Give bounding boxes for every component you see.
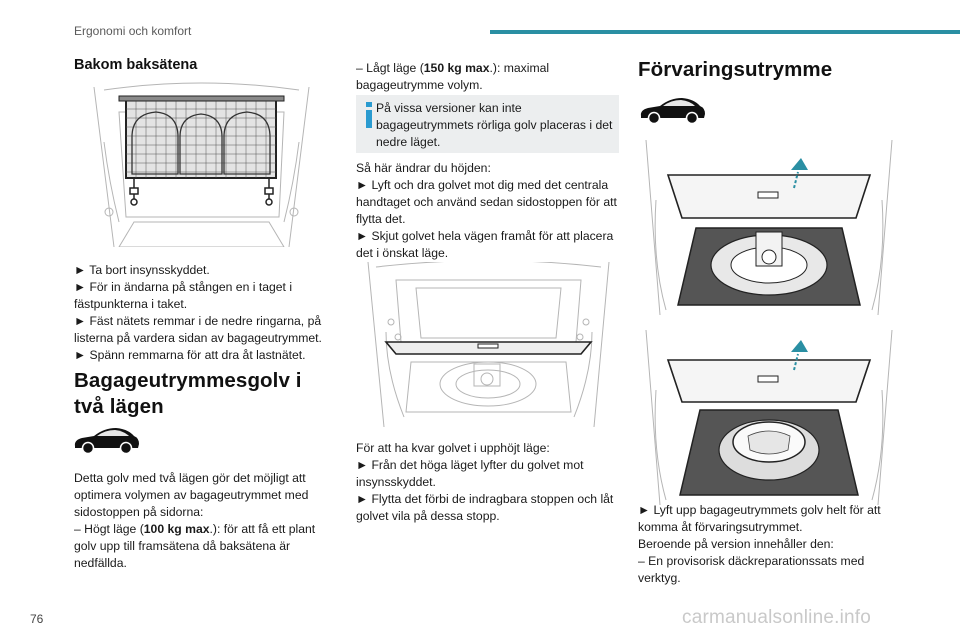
storage-floor-lift-illustration xyxy=(645,140,893,315)
step-text: ► Spänn remmarna för att dra åt lastnäte… xyxy=(74,348,306,362)
trunk-floor-illustration xyxy=(367,262,610,427)
watermark-text: carmanualsonline.info xyxy=(682,607,872,628)
step-text: ► Lyft upp bagageutrymmets golv helt för… xyxy=(638,503,881,534)
version-text: Beroende på version innehåller den: xyxy=(638,537,834,551)
header-accent-bar xyxy=(490,30,960,34)
step-text: ► Från det höga läget lyfter du golvet m… xyxy=(356,458,584,489)
intro-text: Detta golv med två lägen gör det möjligt… xyxy=(74,471,309,519)
step-text: ► Ta bort insynsskyddet. xyxy=(74,263,210,277)
section-heading-two-level-floor: Bagageutrymmesgolv i två lägen xyxy=(74,369,302,418)
instruction-title: Så här ändrar du höjden: xyxy=(356,161,491,175)
step-text: ► Flytta det förbi de indragbara stoppen… xyxy=(356,492,614,523)
cargo-net-illustration xyxy=(93,82,310,247)
cargo-net-steps: ► Ta bort insynsskyddet. ► För in ändarn… xyxy=(74,262,326,364)
info-note: På vissa versioner kan inte bagageutrymm… xyxy=(356,95,619,153)
suv-car-icon xyxy=(74,428,139,455)
high-position-text: – Högt läge (100 kg max.): för att få et… xyxy=(74,522,316,570)
instruction-title: För att ha kvar golvet i upphöjt läge: xyxy=(356,441,550,455)
keep-raised-instructions: För att ha kvar golvet i upphöjt läge: ►… xyxy=(356,440,620,525)
low-position-text: – Lågt läge (150 kg max.): maximal bagag… xyxy=(356,61,550,92)
list-item: – En provisorisk däckreparationssats med… xyxy=(638,554,865,585)
section-heading-storage: Förvaringsutrymme xyxy=(638,58,833,81)
page-number: 76 xyxy=(30,612,44,626)
suv-car-icon xyxy=(640,98,705,125)
step-text: ► Fäst nätets remmar i de nedre ringarna… xyxy=(74,314,322,345)
two-level-floor-intro: Detta golv med två lägen gör det möjligt… xyxy=(74,470,326,572)
info-icon xyxy=(366,102,372,128)
storage-tyre-kit-illustration xyxy=(645,330,893,505)
step-text: ► För in ändarna på stången en i taget i… xyxy=(74,280,293,311)
storage-instructions: ► Lyft upp bagageutrymmets golv helt för… xyxy=(638,502,900,587)
step-text: ► Skjut golvet hela vägen framåt för att… xyxy=(356,229,614,260)
page-header-title: Ergonomi och komfort xyxy=(74,24,192,38)
step-text: ► Lyft och dra golvet mot dig med det ce… xyxy=(356,178,617,226)
section-heading-behind-seats: Bakom baksätena xyxy=(74,57,198,73)
note-text: På vissa versioner kan inte bagageutrymm… xyxy=(376,101,613,149)
change-height-instructions: Så här ändrar du höjden: ► Lyft och dra … xyxy=(356,160,620,262)
